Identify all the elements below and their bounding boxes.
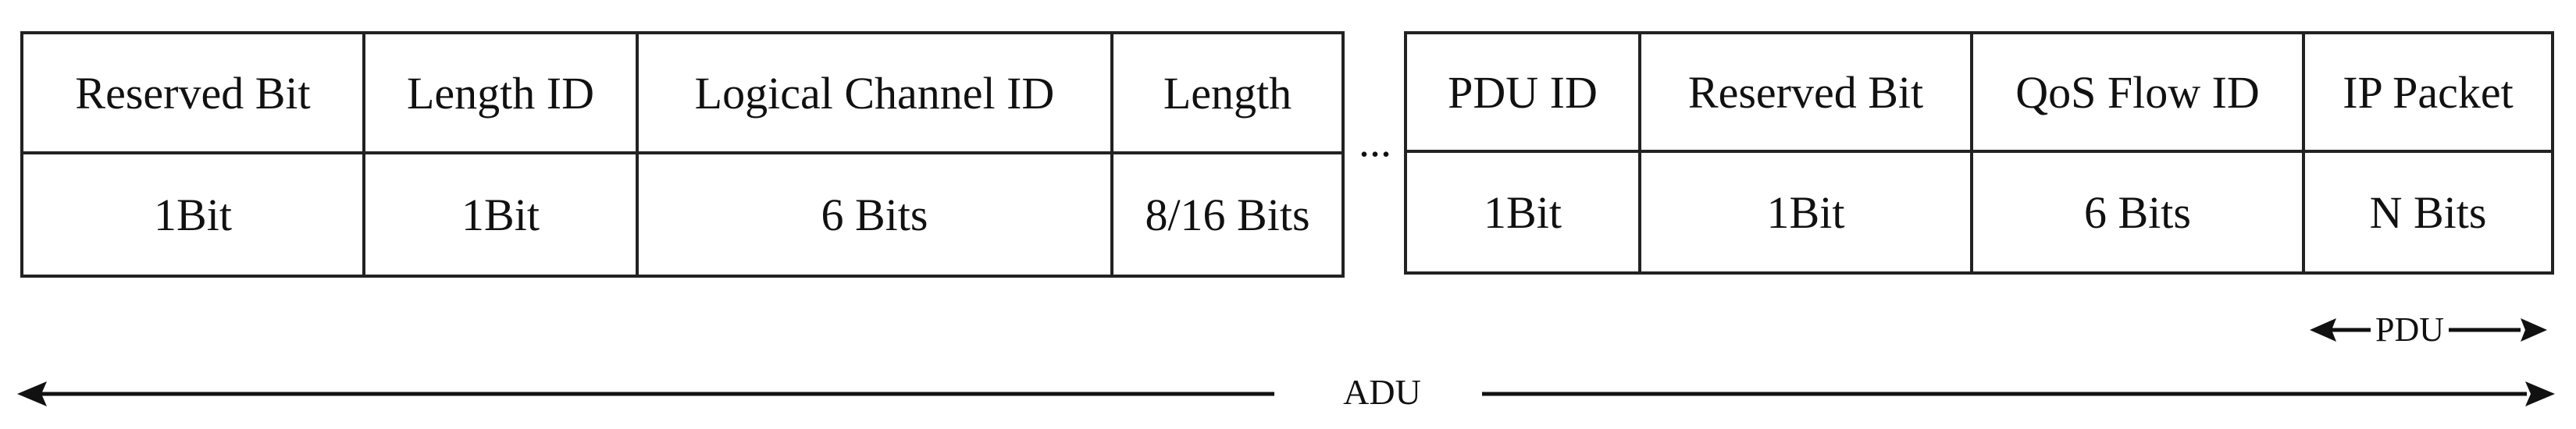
right-header-qos-flow-id: QoS Flow ID: [1973, 34, 2305, 153]
left-value-reserved-bit: 1Bit: [23, 154, 365, 275]
ellipsis-separator: ...: [1359, 118, 1391, 166]
adu-label: ADU: [1343, 372, 1421, 412]
left-header-reserved-bit: Reserved Bit: [23, 34, 365, 154]
right-value-pdu-id: 1Bit: [1407, 153, 1641, 271]
left-value-length-id: 1Bit: [365, 154, 639, 275]
pdu-arrowhead-right: [2521, 318, 2547, 342]
right-header-pdu-id: PDU ID: [1407, 34, 1641, 153]
right-header-reserved-bit: Reserved Bit: [1641, 34, 1973, 153]
pdu-arrowhead-left: [2310, 318, 2336, 342]
left-header-length-id: Length ID: [365, 34, 639, 154]
right-value-qos-flow-id: 6 Bits: [1973, 153, 2305, 271]
adu-arrowhead-left: [17, 381, 47, 406]
adu-arrowhead-right: [2525, 381, 2555, 406]
right-header-ip-packet: IP Packet: [2305, 34, 2551, 153]
right-value-reserved-bit: 1Bit: [1641, 153, 1973, 271]
left-frame-table: Reserved Bit Length ID Logical Channel I…: [20, 31, 1345, 278]
left-value-logical-channel-id: 6 Bits: [639, 154, 1113, 275]
left-header-logical-channel-id: Logical Channel ID: [639, 34, 1113, 154]
right-frame-table: PDU ID Reserved Bit QoS Flow ID IP Packe…: [1404, 31, 2554, 275]
right-value-ip-packet: N Bits: [2369, 186, 2487, 238]
pdu-label: PDU: [2371, 310, 2449, 349]
left-value-length: 8/16 Bits: [1145, 189, 1310, 240]
left-header-length: Length: [1113, 34, 1341, 154]
